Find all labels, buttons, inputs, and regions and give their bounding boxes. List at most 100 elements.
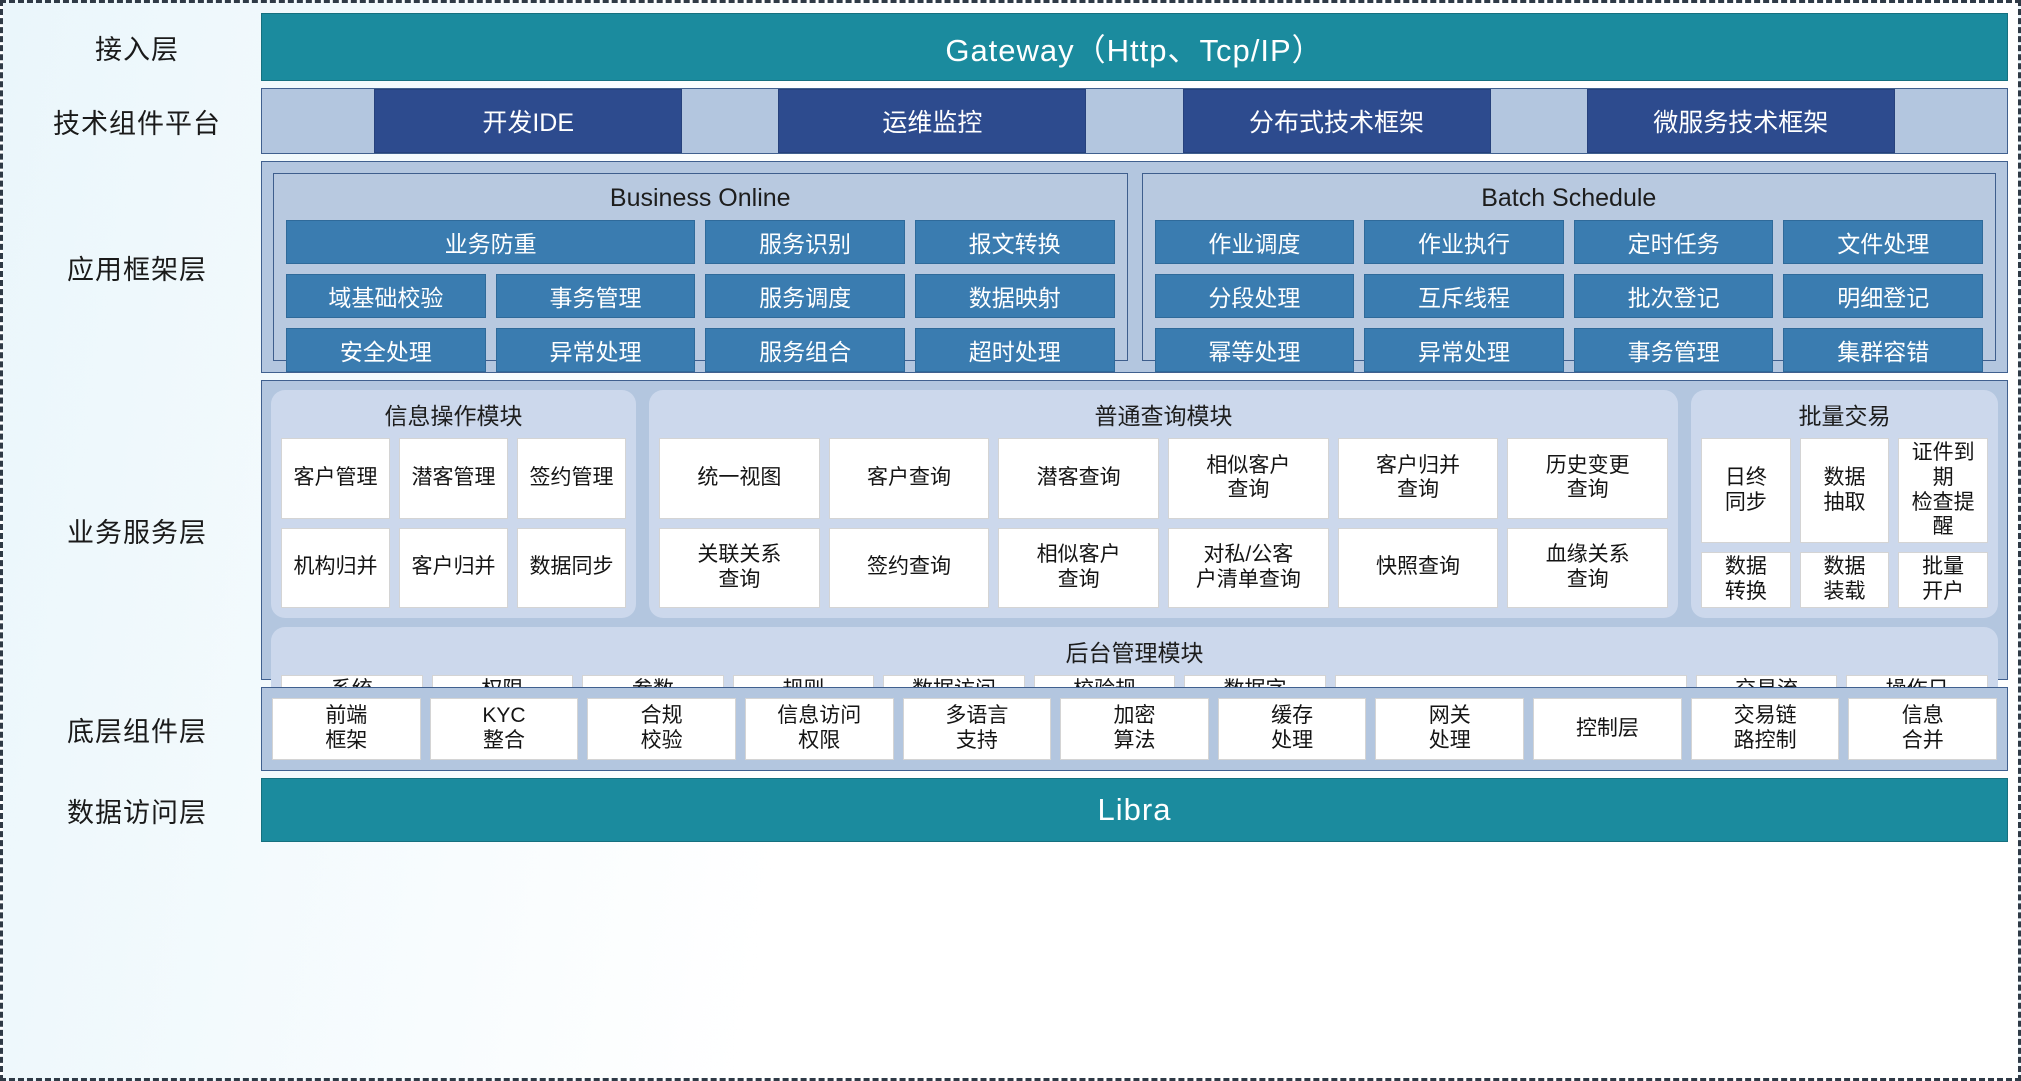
tile-transaction-mgmt[interactable]: 事务管理 <box>495 274 696 318</box>
tech-chip-dist[interactable]: 分布式技术框架 <box>1182 89 1491 153</box>
appfw-panel-group: Business Online 业务防重 服务识别 报文转换 域基础校验 事务管… <box>261 161 2008 373</box>
cell-customer-query[interactable]: 客户查询 <box>828 438 990 519</box>
cell-cache-process[interactable]: 缓存 处理 <box>1217 698 1367 760</box>
cell-contract-mgmt[interactable]: 签约管理 <box>517 438 626 519</box>
biz-layer-body: 信息操作模块 客户管理 潜客管理 签约管理 机构归并 客户归并 <box>261 380 2008 742</box>
libra-bar[interactable]: Libra <box>261 778 2008 842</box>
tile-timeout-process[interactable]: 超时处理 <box>914 328 1115 372</box>
cell-transaction-chain-control[interactable]: 交易链 路控制 <box>1690 698 1840 760</box>
appfw-layer-body: Business Online 业务防重 服务识别 报文转换 域基础校验 事务管… <box>261 161 2008 373</box>
module-common-query: 普通查询模块 统一视图 客户查询 潜客查询 相似客户 查询 客户归并 查询 历史… <box>649 390 1678 619</box>
tech-layer-body: 开发IDE 运维监控 分布式技术框架 微服务技术框架 <box>261 88 2008 154</box>
layer-row-appfw: 应用框架层 Business Online 业务防重 服务识别 报文转换 域 <box>13 161 2008 373</box>
cell-compliance-check[interactable]: 合规 校验 <box>587 698 736 760</box>
cell-kyc-integration[interactable]: KYC 整合 <box>429 698 579 760</box>
tech-chip-ide[interactable]: 开发IDE <box>374 89 683 153</box>
tile-service-dispatch[interactable]: 服务调度 <box>705 274 905 318</box>
common-query-cells: 统一视图 客户查询 潜客查询 相似客户 查询 客户归并 查询 历史变更 查询 关… <box>659 438 1669 609</box>
tile-data-mapping[interactable]: 数据映射 <box>914 274 1115 318</box>
cell-history-change-query[interactable]: 历史变更 查询 <box>1507 438 1669 519</box>
tile-message-transform[interactable]: 报文转换 <box>914 220 1115 264</box>
tile-row: 业务防重 服务识别 报文转换 <box>286 220 1115 264</box>
module-title-backend-mgmt: 后台管理模块 <box>1065 640 1204 667</box>
layer-label-tech: 技术组件平台 <box>53 108 221 140</box>
module-title-batch-transaction: 批量交易 <box>1798 403 1891 429</box>
layer-row-bottom: 底层组件层 前端 框架 KYC 整合 合规 校验 信息访问 权限 多语言 支持 … <box>13 687 2008 771</box>
cell-contract-query[interactable]: 签约查询 <box>828 527 990 609</box>
tile-mutex-thread[interactable]: 互斥线程 <box>1364 274 1564 318</box>
layer-label-access: 接入层 <box>95 34 179 66</box>
panel-batch-schedule: Batch Schedule 作业调度 作业执行 定时任务 文件处理 分段处理 … <box>1141 173 1996 372</box>
tile-transaction-mgmt-batch[interactable]: 事务管理 <box>1573 328 1774 372</box>
cell-lineage-relation-query[interactable]: 血缘关系 查询 <box>1507 527 1669 609</box>
cell-gateway-process[interactable]: 网关 处理 <box>1375 698 1525 760</box>
bottom-component-panel: 前端 框架 KYC 整合 合规 校验 信息访问 权限 多语言 支持 加密 算法 … <box>261 687 2008 771</box>
cell-customer-mgmt[interactable]: 客户管理 <box>281 438 390 519</box>
module-info-operation: 信息操作模块 客户管理 潜客管理 签约管理 机构归并 客户归并 <box>271 390 636 619</box>
batch-transaction-cells: 日终 同步 数据 抽取 证件到期 检查提醒 数据 转换 数据 装载 批量 开户 <box>1701 438 1989 609</box>
business-online-tiles: 业务防重 服务识别 报文转换 域基础校验 事务管理 服务调度 数据映射 <box>286 220 1115 372</box>
cell-data-load[interactable]: 数据 装载 <box>1799 552 1890 609</box>
tech-chip-microsvc[interactable]: 微服务技术框架 <box>1586 89 1895 153</box>
tile-timed-task[interactable]: 定时任务 <box>1573 220 1774 264</box>
cell-data-extract[interactable]: 数据 抽取 <box>1799 438 1890 544</box>
tile-row: 分段处理 互斥线程 批次登记 明细登记 <box>1154 274 1983 318</box>
cell-multilingual-support[interactable]: 多语言 支持 <box>902 698 1052 760</box>
cell-similar-customer-query[interactable]: 相似客户 查询 <box>1168 438 1329 519</box>
cell-snapshot-query[interactable]: 快照查询 <box>1337 527 1499 609</box>
tile-job-execute[interactable]: 作业执行 <box>1364 220 1564 264</box>
tile-idempotent-process[interactable]: 幂等处理 <box>1154 328 1355 372</box>
cell-similar-customer-query-2[interactable]: 相似客户 查询 <box>998 527 1160 609</box>
tile-row: 幂等处理 异常处理 事务管理 集群容错 <box>1154 328 1983 372</box>
cell-private-public-customer-list-query[interactable]: 对私/公客 户清单查询 <box>1168 527 1329 609</box>
tile-exception-process-batch[interactable]: 异常处理 <box>1364 328 1564 372</box>
layer-label-bottom: 底层组件层 <box>67 716 207 748</box>
cell-org-merge[interactable]: 机构归并 <box>281 527 390 609</box>
cell-info-merge[interactable]: 信息 合并 <box>1848 698 1998 760</box>
cell-customer-merge-query[interactable]: 客户归并 查询 <box>1337 438 1499 519</box>
panel-title-batch-schedule: Batch Schedule <box>1481 184 1657 212</box>
cell-customer-merge[interactable]: 客户归并 <box>399 527 508 609</box>
panel-title-business-online: Business Online <box>609 184 791 212</box>
tile-cluster-fault-tolerance[interactable]: 集群容错 <box>1783 328 1983 372</box>
cell-row: 数据 转换 数据 装载 批量 开户 <box>1701 552 1989 609</box>
tile-exception-process[interactable]: 异常处理 <box>495 328 696 372</box>
cell-eod-sync[interactable]: 日终 同步 <box>1701 438 1791 544</box>
cell-batch-account-open[interactable]: 批量 开户 <box>1898 552 1989 609</box>
tile-batch-register[interactable]: 批次登记 <box>1573 274 1774 318</box>
cell-row: 客户管理 潜客管理 签约管理 <box>281 438 626 519</box>
layer-label-appfw: 应用框架层 <box>67 254 207 286</box>
cell-prospect-mgmt[interactable]: 潜客管理 <box>399 438 508 519</box>
gateway-bar[interactable]: Gateway（Http、Tcp/IP） <box>261 13 2008 81</box>
batch-schedule-tiles: 作业调度 作业执行 定时任务 文件处理 分段处理 互斥线程 批次登记 明细登记 <box>1154 220 1983 372</box>
cell-unified-view[interactable]: 统一视图 <box>659 438 820 519</box>
cell-info-access-permission[interactable]: 信息访问 权限 <box>744 698 894 760</box>
tile-domain-validate[interactable]: 域基础校验 <box>286 274 486 318</box>
cell-row: 日终 同步 数据 抽取 证件到期 检查提醒 <box>1701 438 1989 544</box>
cell-data-transform[interactable]: 数据 转换 <box>1701 552 1791 609</box>
cell-relation-query[interactable]: 关联关系 查询 <box>659 527 820 609</box>
tile-detail-register[interactable]: 明细登记 <box>1783 274 1983 318</box>
module-batch-transaction: 批量交易 日终 同步 数据 抽取 证件到期 检查提醒 数据 转换 数据 装载 <box>1691 390 1998 619</box>
cell-row: 统一视图 客户查询 潜客查询 相似客户 查询 客户归并 查询 历史变更 查询 <box>659 438 1669 519</box>
cell-prospect-query[interactable]: 潜客查询 <box>998 438 1160 519</box>
cell-data-sync[interactable]: 数据同步 <box>517 527 626 609</box>
tile-service-compose[interactable]: 服务组合 <box>705 328 905 372</box>
tile-business-dedup[interactable]: 业务防重 <box>286 220 696 264</box>
layer-grid: 接入层 Gateway（Http、Tcp/IP） 技术组件平台 开发IDE 运维… <box>13 13 2008 1068</box>
data-layer-body: Libra <box>261 778 2008 842</box>
tile-segment-process[interactable]: 分段处理 <box>1154 274 1355 318</box>
cell-frontend-framework[interactable]: 前端 框架 <box>272 698 421 760</box>
bottom-layer-body: 前端 框架 KYC 整合 合规 校验 信息访问 权限 多语言 支持 加密 算法 … <box>261 687 2008 771</box>
layer-row-biz: 业务服务层 信息操作模块 客户管理 潜客管理 签约管理 <box>13 380 2008 742</box>
tech-chip-ops[interactable]: 运维监控 <box>778 89 1087 153</box>
tile-security-process[interactable]: 安全处理 <box>286 328 486 372</box>
cell-control-layer[interactable]: 控制层 <box>1533 698 1682 760</box>
cell-cert-expiry-reminder[interactable]: 证件到期 检查提醒 <box>1898 438 1989 544</box>
tile-row: 作业调度 作业执行 定时任务 文件处理 <box>1154 220 1983 264</box>
tile-job-schedule[interactable]: 作业调度 <box>1154 220 1355 264</box>
cell-encryption-algorithm[interactable]: 加密 算法 <box>1060 698 1209 760</box>
tile-file-process[interactable]: 文件处理 <box>1783 220 1983 264</box>
tile-service-identify[interactable]: 服务识别 <box>705 220 905 264</box>
